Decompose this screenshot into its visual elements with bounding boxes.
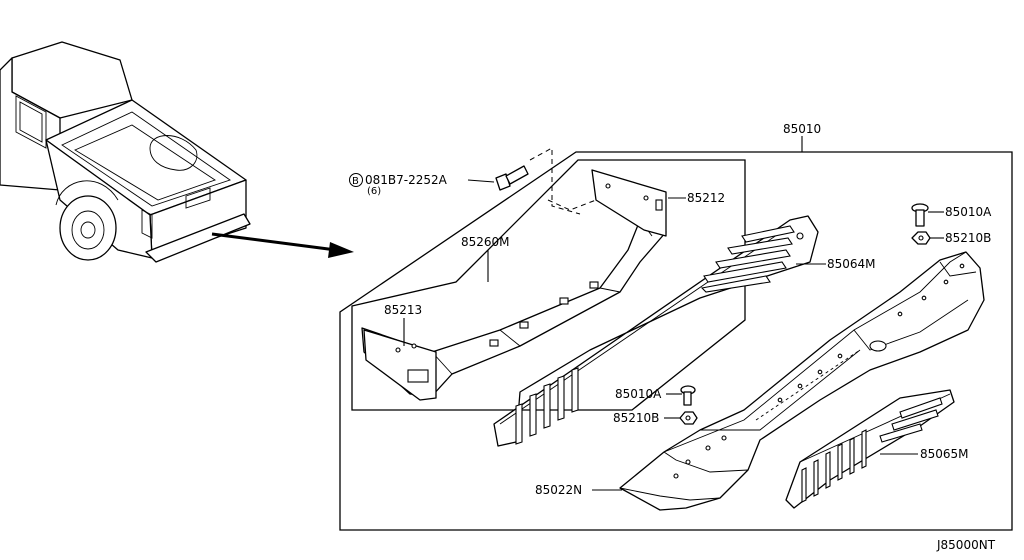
- label-85212: 85212: [687, 191, 725, 205]
- bolt-guide-dashed: [529, 147, 581, 215]
- part-85065m-step-pad: [785, 389, 955, 509]
- fastener-85010a-top: [911, 203, 929, 227]
- direction-arrow: [211, 232, 354, 258]
- label-85010: 85010: [783, 122, 821, 136]
- fastener-85210b-mid: [679, 411, 698, 425]
- assembly-85010-outline: [339, 151, 1013, 531]
- assembly-85260m-outline: [351, 159, 746, 411]
- label-85260m: 85260M: [461, 235, 510, 249]
- label-bolt-code: 081B7-2252A: [365, 173, 448, 187]
- part-85260m-reinforcement: [361, 169, 667, 401]
- label-85213: 85213: [384, 303, 422, 317]
- fastener-85010a-mid: [680, 385, 696, 406]
- bolt-circle-letter: B: [352, 176, 359, 187]
- fastener-85210b-top: [911, 231, 931, 245]
- pickup-truck-illustration: [0, 41, 251, 263]
- label-85210b-mid: 85210B: [613, 411, 659, 425]
- label-85210b-top: 85210B: [945, 231, 991, 245]
- part-85022n-bumper: [619, 251, 985, 511]
- label-bolt-qty: (6): [367, 186, 381, 197]
- label-85022n: 85022N: [535, 483, 582, 497]
- bolt-081b7-2252a: [495, 165, 529, 191]
- label-85010a-top: 85010A: [945, 205, 992, 219]
- label-85010a-mid: 85010A: [615, 387, 662, 401]
- bolt-callout: B 081B7-2252A (6): [349, 173, 448, 197]
- label-85064m: 85064M: [827, 257, 876, 271]
- part-85064m-step-pad: [493, 215, 819, 447]
- label-85065m: 85065M: [920, 447, 969, 461]
- diagram-id: J85000NT: [936, 538, 996, 552]
